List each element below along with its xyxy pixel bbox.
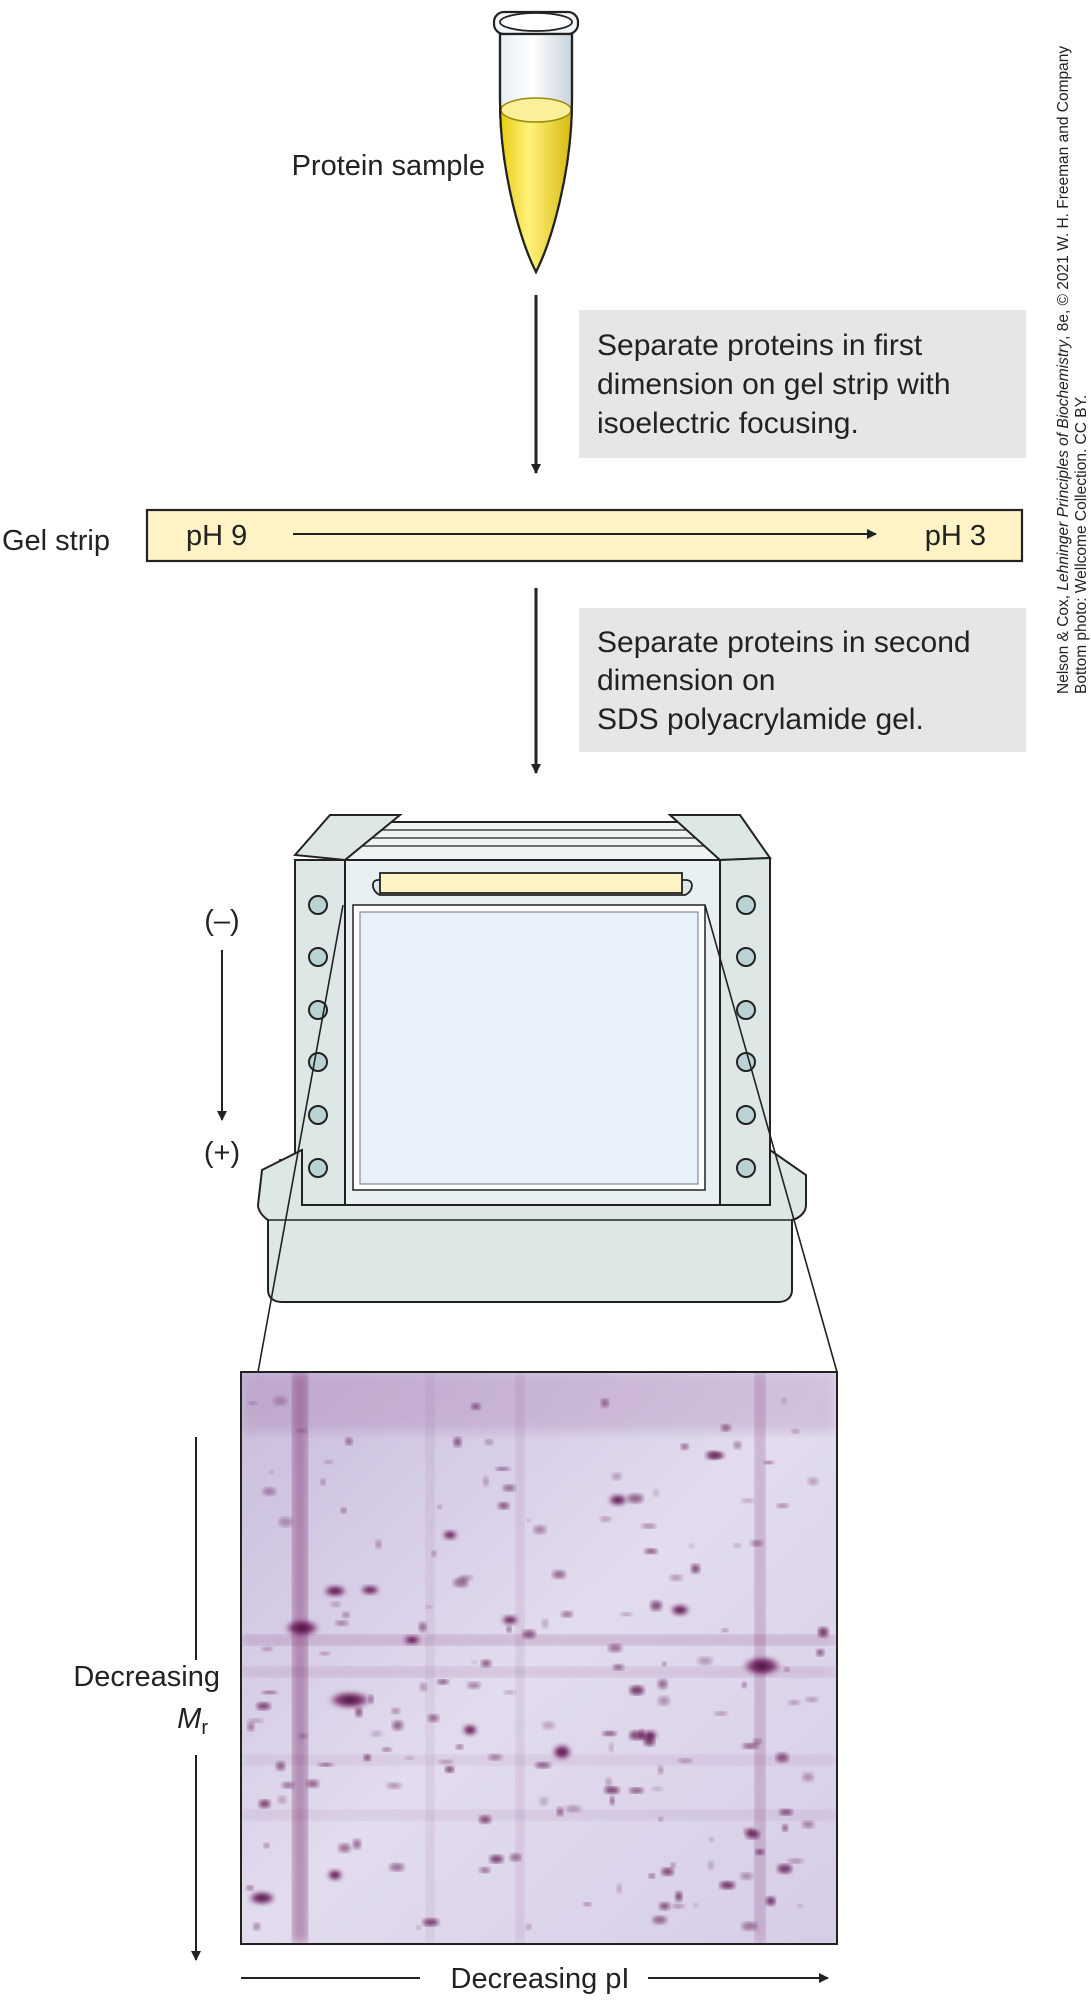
clamp-hole-icon <box>736 895 756 915</box>
sds-gel-apparatus-icon <box>256 814 807 1303</box>
step-1-line-1: Separate proteins in first <box>597 329 923 362</box>
protein-sample-label: Protein sample <box>292 150 485 182</box>
mr-symbol-label: Mr <box>177 1703 208 1739</box>
clamp-hole-icon <box>736 1158 756 1178</box>
step-2-line-1: Separate proteins in second <box>597 626 971 659</box>
clamp-holes <box>308 895 756 1178</box>
clamp-hole-icon <box>308 947 328 967</box>
clamp-hole-icon <box>308 1158 328 1178</box>
credit-line-2: Bottom photo: Wellcome Collection. CC BY… <box>1073 395 1090 694</box>
decreasing-pi-label: Decreasing pI <box>451 1963 630 1995</box>
step-2-box: Separate proteins in second dimension on… <box>579 608 1026 752</box>
gel-strip-ph-left: pH 9 <box>186 520 247 552</box>
gel-strip-ph-right: pH 3 <box>925 520 986 552</box>
clamp-hole-icon <box>736 947 756 967</box>
clamp-hole-icon <box>308 1052 328 1072</box>
step-2-line-3: SDS polyacrylamide gel. <box>597 703 924 736</box>
clamp-hole-icon <box>736 1000 756 1020</box>
clamp-hole-icon <box>736 1105 756 1125</box>
2d-gel-photo <box>240 1371 838 1945</box>
decreasing-mr-label: Decreasing <box>73 1661 220 1693</box>
clamp-hole-icon <box>308 895 328 915</box>
gel-strip: pH 9 pH 3 <box>145 508 1024 563</box>
zoom-line-right <box>704 904 838 1373</box>
cathode-minus-label: (–) <box>204 905 239 937</box>
step-1-box: Separate proteins in first dimension on … <box>579 310 1026 458</box>
step-1-line-3: isoelectric focusing. <box>597 407 859 440</box>
protein-sample-tube-icon <box>492 10 580 275</box>
step-1-line-2: dimension on gel strip with <box>597 368 951 401</box>
figure-credit: Nelson & Cox, Lehninger Principles of Bi… <box>1055 46 1090 694</box>
gel-strip-label: Gel strip <box>2 525 110 557</box>
zoom-line-left <box>257 904 344 1373</box>
clamp-hole-icon <box>308 1105 328 1125</box>
clamp-hole-icon <box>736 1052 756 1072</box>
credit-line-1: Nelson & Cox, Lehninger Principles of Bi… <box>1055 46 1072 694</box>
anode-plus-label: (+) <box>204 1137 240 1169</box>
step-2-line-2: dimension on <box>597 664 775 697</box>
